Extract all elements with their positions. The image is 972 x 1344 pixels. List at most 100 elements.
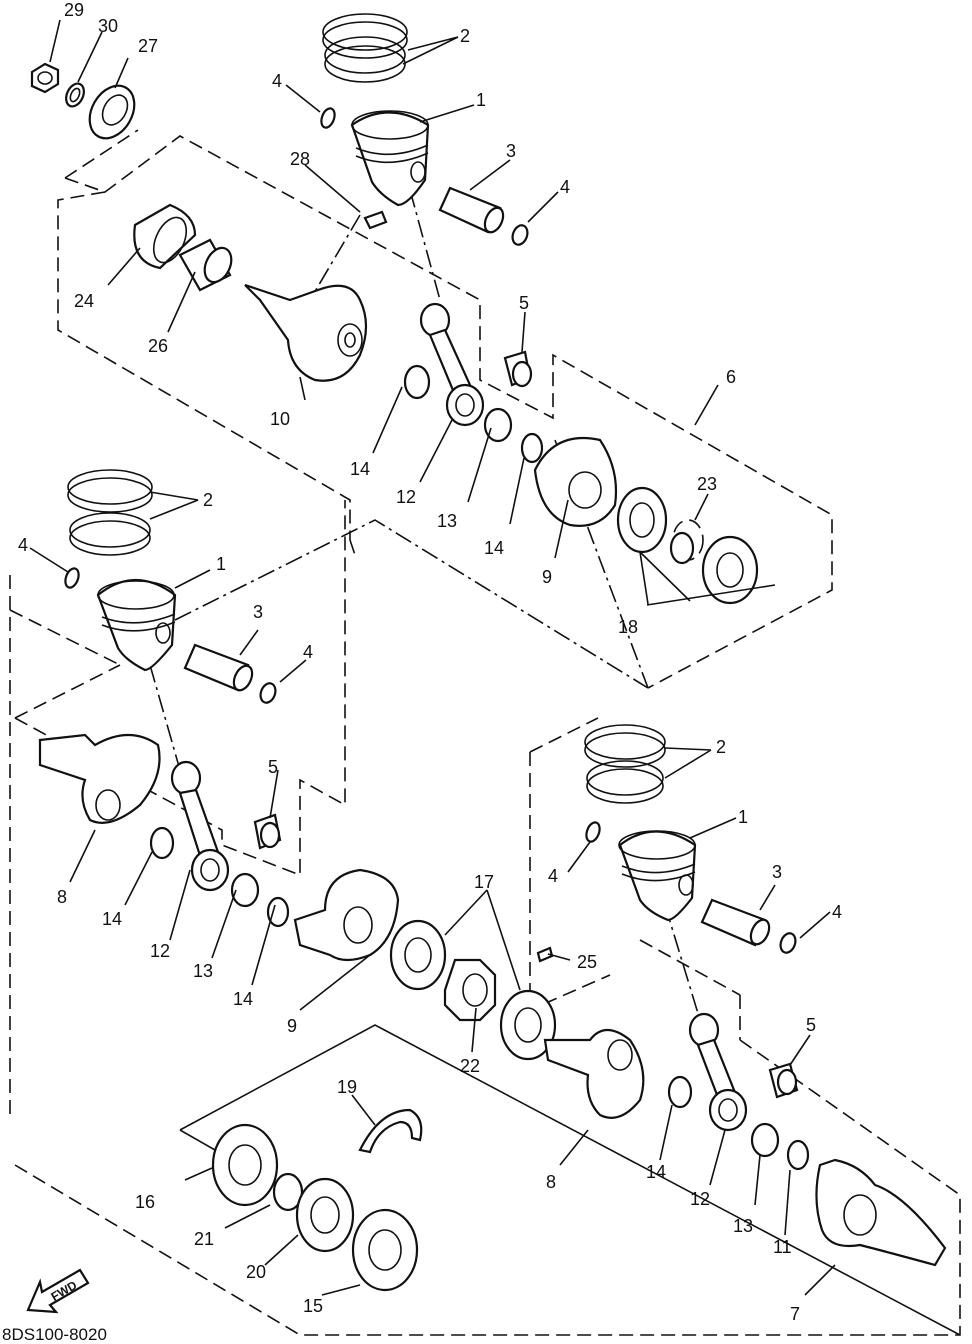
part-25-pin xyxy=(536,946,554,963)
callout-12: 12 xyxy=(396,487,416,507)
part-12-connecting-rod-left xyxy=(170,760,230,892)
callout-1: 1 xyxy=(216,554,226,574)
callout-12: 12 xyxy=(150,941,170,961)
callout-4: 4 xyxy=(548,866,558,886)
callout-13: 13 xyxy=(733,1216,753,1236)
part-20-seal xyxy=(295,1177,355,1253)
part-11-washer xyxy=(786,1139,810,1171)
callout-28: 28 xyxy=(290,149,310,169)
part-13-crank-pin-a xyxy=(483,407,513,443)
callout-21: 21 xyxy=(194,1229,214,1249)
part-4-circlip-d xyxy=(259,682,277,704)
part-4-circlip-c xyxy=(64,567,80,589)
callout-13: 13 xyxy=(437,511,457,531)
callout-3: 3 xyxy=(253,602,263,622)
part-30-washer xyxy=(65,82,85,108)
callout-11: 11 xyxy=(773,1237,792,1257)
callout-4: 4 xyxy=(560,177,570,197)
part-21-collar xyxy=(272,1172,304,1212)
part-23-gear xyxy=(669,519,704,565)
part-22-gear xyxy=(443,958,497,1022)
callout-4: 4 xyxy=(303,642,313,662)
part-4-circlip-e xyxy=(585,821,601,843)
callout-1: 1 xyxy=(738,807,748,827)
callout-2: 2 xyxy=(460,26,470,46)
callout-16: 16 xyxy=(135,1192,155,1212)
part-15-bearing xyxy=(351,1208,419,1292)
part-4-circlip-f xyxy=(779,932,797,954)
callout-14: 14 xyxy=(484,538,504,558)
callout-27: 27 xyxy=(138,36,158,56)
part-13-crank-pin-c xyxy=(750,1122,780,1158)
part-18-bearings xyxy=(616,486,759,605)
part-14-washer-b xyxy=(520,432,544,464)
part-26-collar xyxy=(178,238,233,292)
part-24-bearing xyxy=(133,203,197,270)
part-9-crankshaft-half xyxy=(533,436,618,527)
part-19-half-ring xyxy=(358,1108,423,1154)
part-2-piston-rings-top xyxy=(322,13,408,83)
part-1-piston-right xyxy=(618,830,697,922)
callout-14: 14 xyxy=(102,909,122,929)
callout-3: 3 xyxy=(772,862,782,882)
part-14-washer-e xyxy=(667,1075,693,1109)
callout-4: 4 xyxy=(832,902,842,922)
callout-8: 8 xyxy=(57,887,67,907)
part-16-bearing xyxy=(211,1123,279,1207)
part-5-small-end-bearing-right xyxy=(768,1062,799,1099)
part-4-circlip xyxy=(320,107,336,129)
axis-line-right xyxy=(664,904,701,1021)
callout-20: 20 xyxy=(246,1262,266,1282)
callout-26: 26 xyxy=(148,336,168,356)
part-7-crankshaft-half-end xyxy=(815,1158,947,1267)
part-3-piston-pin-right xyxy=(700,898,771,947)
part-3-piston-pin-left xyxy=(183,643,254,692)
callout-1: 1 xyxy=(476,90,486,110)
callout-9: 9 xyxy=(542,567,552,587)
leader-lines xyxy=(29,19,836,1296)
part-8-crankshaft-half-right xyxy=(543,1028,645,1119)
callout-4: 4 xyxy=(18,535,28,555)
axis-line-bottom xyxy=(179,1024,961,1336)
fwd-arrow-icon: FWD xyxy=(26,1268,90,1314)
callout-14: 14 xyxy=(233,989,253,1009)
callout-6: 6 xyxy=(726,367,736,387)
callout-19: 19 xyxy=(337,1077,357,1097)
part-2-piston-rings-left xyxy=(67,469,153,556)
part-17-bearing-a xyxy=(389,919,447,991)
callout-8: 8 xyxy=(546,1172,556,1192)
part-13-crank-pin-b xyxy=(230,872,260,908)
callout-30: 30 xyxy=(98,16,118,36)
part-8-crankshaft-half-left xyxy=(38,733,161,824)
group-outline-bottom xyxy=(14,1039,961,1336)
part-14-washer-d xyxy=(266,896,290,928)
callout-17: 17 xyxy=(474,872,494,892)
callout-7: 7 xyxy=(790,1304,800,1324)
callout-29: 29 xyxy=(64,0,84,20)
part-14-washer-a xyxy=(403,364,431,400)
callout-10: 10 xyxy=(270,409,290,429)
part-12-connecting-rod-top xyxy=(419,302,485,427)
callout-18: 18 xyxy=(618,617,638,637)
callout-22: 22 xyxy=(460,1056,480,1076)
diagram-code: 8DS100-8020 xyxy=(2,1325,107,1344)
callout-14: 14 xyxy=(646,1162,666,1182)
callout-3: 3 xyxy=(506,141,516,161)
part-4-circlip-b xyxy=(511,224,529,246)
callout-9: 9 xyxy=(287,1016,297,1036)
part-2-piston-rings-right xyxy=(584,724,666,804)
part-29-nut xyxy=(30,62,60,94)
callout-24: 24 xyxy=(74,291,94,311)
callout-12: 12 xyxy=(690,1189,710,1209)
part-1-piston-left xyxy=(96,578,177,672)
axis-line-middle xyxy=(149,519,649,771)
part-14-washer-c xyxy=(149,826,175,860)
callout-5: 5 xyxy=(519,293,529,313)
callout-5: 5 xyxy=(806,1015,816,1035)
group-outline-top-left xyxy=(57,191,351,540)
part-1-piston-top xyxy=(350,110,430,207)
callout-2: 2 xyxy=(716,737,726,757)
part-5-small-end-bearing xyxy=(503,350,533,388)
callout-5: 5 xyxy=(268,757,278,777)
